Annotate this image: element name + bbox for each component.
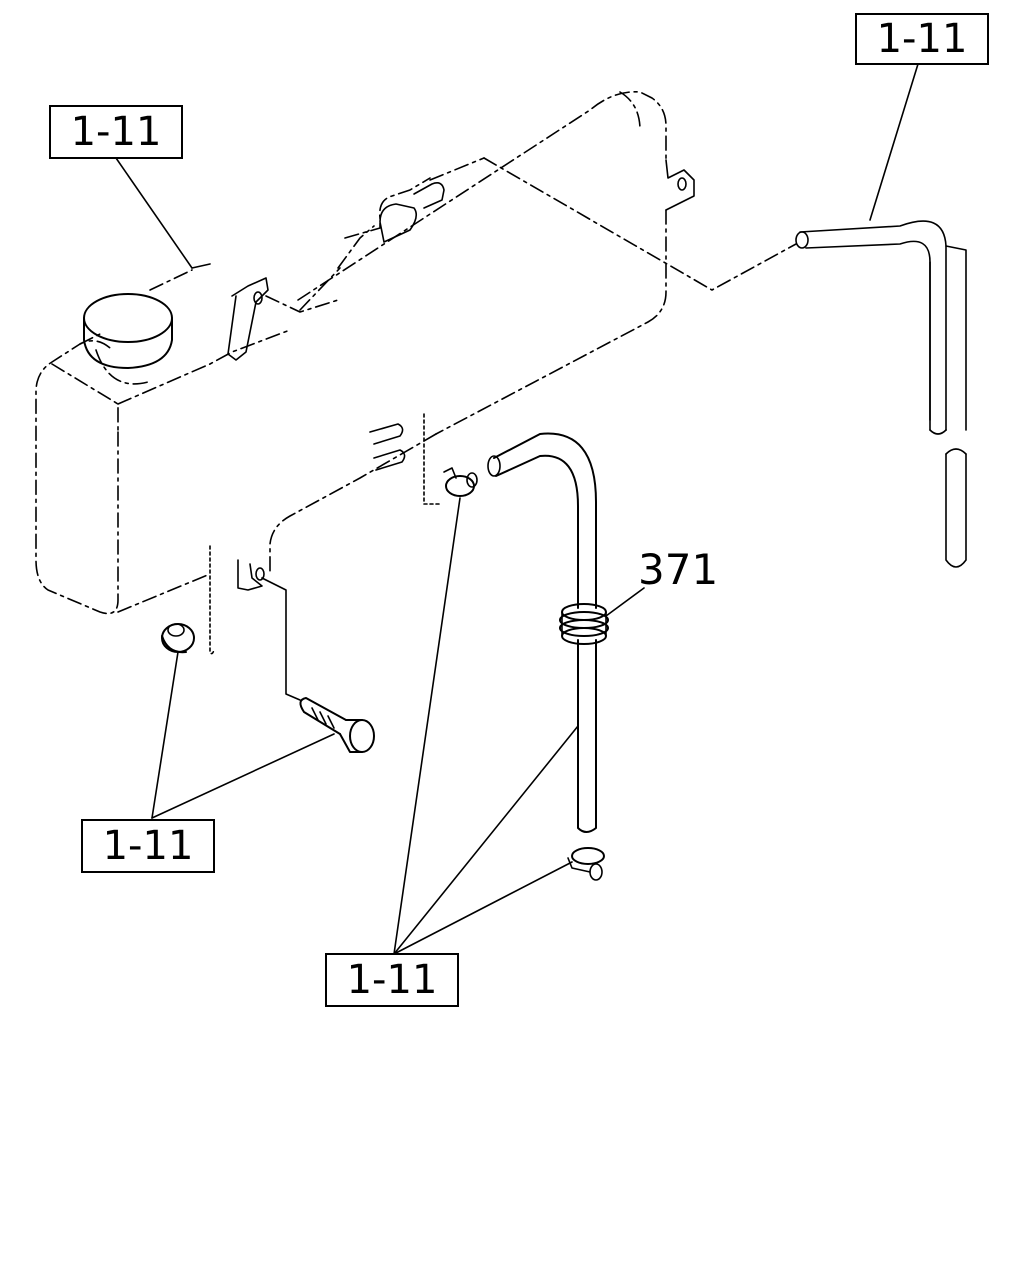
reference-text: 1-11 [347,957,438,1003]
grommet [559,603,609,645]
reservoir-tank [35,91,667,615]
overflow-hose [795,220,967,568]
part-number-grommet: 371 [638,545,718,594]
drain-hose [487,432,597,833]
lower-outlet [209,413,441,655]
filler-cap [83,269,193,385]
hose-clamp-lower [567,847,605,881]
upper-bracket [227,277,339,361]
leader-lines [115,63,919,955]
lower-bracket [237,559,301,701]
reference-text: 1-11 [103,823,194,869]
collar-nut [161,623,195,654]
reference-label-bottom-center: 1-11 [325,953,459,1007]
reference-text: 1-11 [877,16,968,62]
side-bracket [665,159,695,211]
reference-label-bottom-left: 1-11 [81,819,215,873]
hose-clamp-upper [443,467,478,497]
reference-label-top-right: 1-11 [855,13,989,65]
phantom-line-hose [483,157,797,291]
mounting-bolt [299,697,375,753]
reference-label-top-left: 1-11 [49,105,183,159]
reference-text: 1-11 [71,109,162,155]
phantom-line-nipple [429,157,485,181]
overflow-nipple [299,177,445,311]
